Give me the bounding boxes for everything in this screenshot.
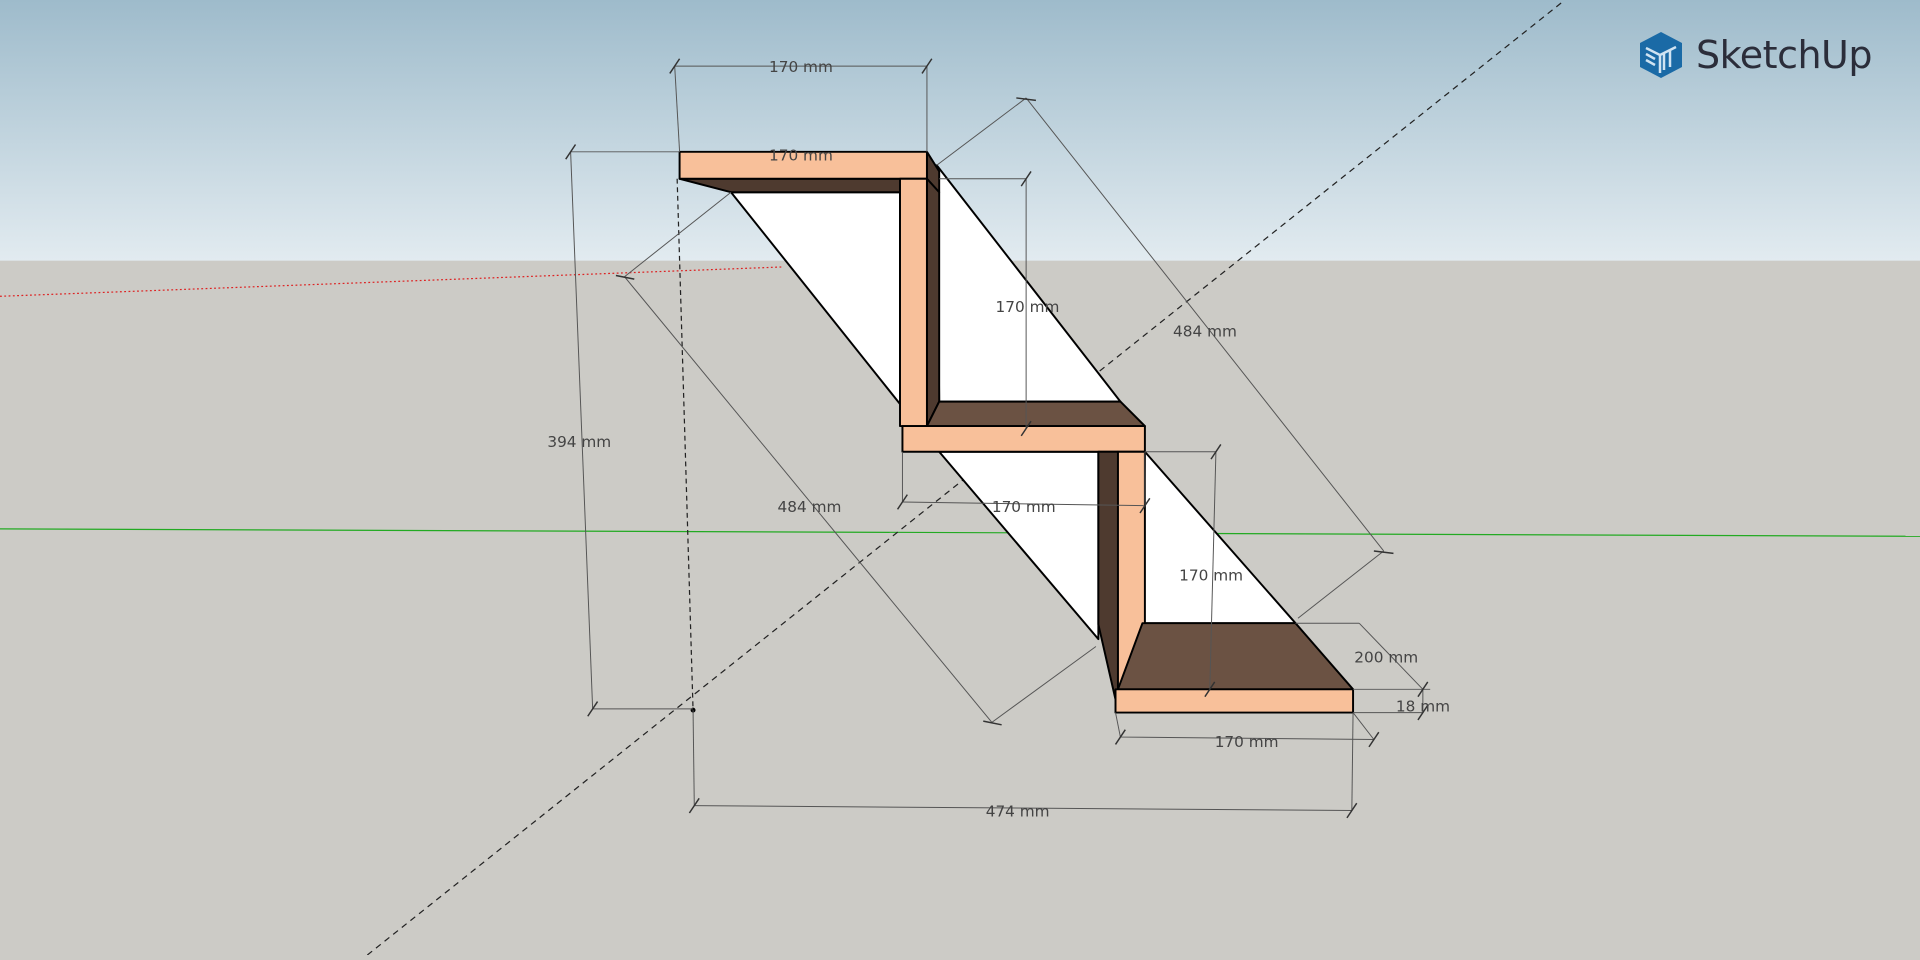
dim-total-width: 474 mm xyxy=(986,803,1050,821)
middle-shelf[interactable] xyxy=(901,425,1146,453)
dim-left-diagonal: 484 mm xyxy=(778,498,842,516)
dim-thickness: 18 mm xyxy=(1396,697,1450,715)
middle-shelf-top xyxy=(925,400,1146,428)
dim-top-shelf-width: 170 mm xyxy=(769,146,833,164)
dim-top-width: 170 mm xyxy=(769,58,833,76)
dimension-lines xyxy=(565,58,1431,819)
dim-right-diagonal: 484 mm xyxy=(1173,323,1237,341)
upper-vertical-side xyxy=(925,177,941,428)
top-shelf[interactable] xyxy=(678,150,928,180)
dimension-labels: 170 mm 170 mm 170 mm 484 mm 394 mm 484 m… xyxy=(547,58,1450,820)
dim-middle-shelf-width: 170 mm xyxy=(992,498,1056,516)
upper-vertical[interactable] xyxy=(899,177,928,428)
dim-bottom-shelf-width: 170 mm xyxy=(1215,733,1279,751)
bottom-shelf[interactable] xyxy=(1114,688,1355,714)
dim-lower-vertical: 170 mm xyxy=(1179,566,1243,584)
shelf-model[interactable] xyxy=(678,150,1355,714)
dim-depth: 200 mm xyxy=(1354,648,1418,666)
dim-upper-vertical: 170 mm xyxy=(996,298,1060,316)
sketchup-cube-icon xyxy=(1640,32,1683,78)
dim-total-height: 394 mm xyxy=(547,433,611,451)
sketchup-logo: SketchUp xyxy=(1638,30,1872,80)
blue-axis-guide xyxy=(676,178,694,711)
logo-text: SketchUp xyxy=(1696,33,1872,77)
green-axis xyxy=(0,528,1920,537)
